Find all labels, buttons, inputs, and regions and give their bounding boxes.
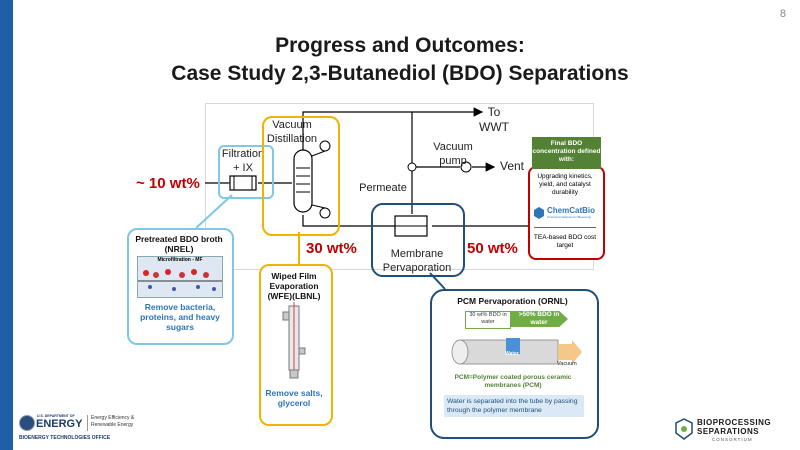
chemcatbio-logo-subtitle: Chemical Catalysis for Bioenergy xyxy=(547,215,592,219)
microfiltration-image: Microfiltration - MF xyxy=(137,256,223,298)
vent-label: Vent xyxy=(499,159,525,173)
final-bdo-header: Final BDO concentration defined with: xyxy=(532,137,601,169)
chemcatbio-logo: ChemCatBio Chemical Catalysis for Bioene… xyxy=(532,205,600,223)
broth-title: Pretreated BDO broth (NREL) xyxy=(135,234,223,254)
pcm-vacuum-label: Vacuum xyxy=(557,361,577,367)
pcm-water-label: Water xyxy=(505,351,519,357)
bsc-line3: CONSORTIUM xyxy=(712,437,753,442)
filtration-highlight xyxy=(218,145,274,199)
wfe-caption: Remove salts, glycerol xyxy=(265,388,323,408)
doe-small-text: U.S. DEPARTMENT OF xyxy=(37,414,75,418)
distillation-highlight xyxy=(262,116,340,236)
hexagon-icon xyxy=(534,207,544,219)
final-bdo-item1: Upgrading kinetics, yield, and catalyst … xyxy=(537,173,593,196)
membrane-label: Membrane Pervaporation xyxy=(382,248,452,274)
wfe-apparatus-illustration xyxy=(282,302,306,379)
page-title-line1: Progress and Outcomes: xyxy=(275,34,525,57)
bsc-line1: BIOPROCESSING xyxy=(697,418,772,427)
office-text: BIOENERGY TECHNOLOGIES OFFICE xyxy=(19,435,111,441)
final-bdo-divider xyxy=(534,227,596,228)
final-bdo-item2: TEA-based BDO cost target xyxy=(533,234,597,249)
bsc-line2: SEPARATIONS xyxy=(697,427,760,436)
doe-big-text: ENERGY xyxy=(36,418,83,430)
to-wwt-label: To WWT xyxy=(479,105,509,134)
sidebar-strip xyxy=(0,0,13,450)
eere-text: Energy Efficiency & Renewable Energy xyxy=(91,415,135,428)
pcm-note: Water is separated into the tube by pass… xyxy=(444,395,584,417)
doe-divider xyxy=(87,415,88,431)
filter-particles-illustration xyxy=(138,269,222,291)
pcm-from-pill: 30 wt% BDO in water xyxy=(465,311,511,329)
wfe-title: Wiped Film Evaporation (WFE)(LBNL) xyxy=(267,271,321,301)
bsc-logo-icon xyxy=(675,418,693,440)
vacuum-distillation-label: Vacuum Distillation xyxy=(266,119,318,145)
pcm-tube-illustration xyxy=(451,338,582,365)
concentration-30: 30 wt% xyxy=(306,240,357,257)
pcm-title: PCM Pervaporation (ORNL) xyxy=(457,296,568,306)
vacuum-pump-label: Vacuum pump xyxy=(433,141,473,167)
pcm-to-pill: >50% BDO in water xyxy=(510,311,568,327)
broth-caption: Remove bacteria, proteins, and heavy sug… xyxy=(140,302,220,332)
filtration-label: Filtration + IX xyxy=(221,148,265,174)
doe-seal-icon xyxy=(19,415,35,431)
chemcatbio-logo-text: ChemCatBio xyxy=(547,206,596,215)
concentration-50: 50 wt% xyxy=(467,240,518,257)
page-number: 8 xyxy=(779,8,786,20)
membrane-highlight xyxy=(371,203,465,277)
permeate-label: Permeate xyxy=(359,182,407,194)
page-title-line2: Case Study 2,3-Butanediol (BDO) Separati… xyxy=(171,62,629,85)
pcm-definition: PCM=Polymer coated porous ceramic membra… xyxy=(454,374,572,389)
concentration-10: ~ 10 wt% xyxy=(136,175,200,192)
microfiltration-label: Microfiltration - MF xyxy=(157,257,203,263)
